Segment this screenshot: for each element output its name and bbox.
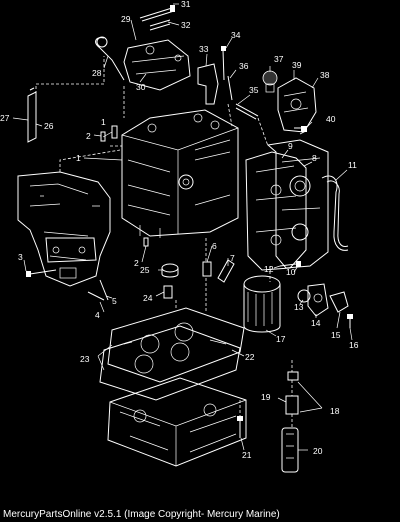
- callout-35: 35: [249, 85, 259, 95]
- callout-29: 29: [121, 14, 131, 24]
- callout-18: 18: [330, 406, 340, 416]
- callout-11: 11: [348, 160, 357, 170]
- sensor-37: [262, 70, 278, 93]
- callout-1b: 1: [76, 153, 81, 163]
- copyright-caption: MercuryPartsOnline v2.5.1 (Image Copyrig…: [3, 509, 280, 520]
- adapter-plate: [107, 377, 247, 467]
- callout-30: 30: [136, 82, 146, 92]
- callout-28: 28: [92, 68, 102, 78]
- callout-8: 8: [312, 153, 317, 163]
- callout-13: 13: [294, 302, 304, 312]
- callout-7: 7: [230, 253, 235, 263]
- left-housing: [17, 171, 111, 287]
- callout-6: 6: [212, 241, 217, 251]
- callout-39: 39: [292, 60, 302, 70]
- top-cover: [95, 36, 191, 91]
- cylinder-block: [121, 109, 239, 238]
- oil-pump-parts: [279, 261, 353, 328]
- bolts-lower-left: [26, 269, 109, 301]
- callout-40: 40: [326, 114, 336, 124]
- callout-27: 27: [0, 113, 10, 123]
- callout-4: 4: [95, 310, 100, 320]
- callout-5: 5: [112, 296, 117, 306]
- oil-filter: [243, 275, 281, 333]
- callout-33: 33: [199, 44, 209, 54]
- callout-36: 36: [239, 61, 249, 71]
- exploded-parts-diagram: 31 32 29 28 30 33 34 36 35 37 39 38 40 9…: [0, 0, 359, 473]
- callout-labels: 31 32 29 28 30 33 34 36 35 37 39 38 40 9…: [0, 0, 359, 460]
- bracket-33: [197, 63, 219, 105]
- callout-19: 19: [261, 392, 271, 402]
- thermostat-housing: [277, 77, 317, 135]
- callout-15: 15: [331, 330, 341, 340]
- alignment-lines: [35, 56, 293, 428]
- dowel-pins: [100, 125, 149, 247]
- cover-plate: [245, 139, 329, 271]
- callout-14: 14: [311, 318, 321, 328]
- callout-22: 22: [245, 352, 255, 362]
- callout-26: 26: [44, 121, 54, 131]
- callout-25: 25: [140, 265, 150, 275]
- callout-24: 24: [143, 293, 153, 303]
- callout-23: 23: [80, 354, 90, 364]
- hose: [321, 175, 349, 251]
- callout-16: 16: [349, 340, 359, 350]
- fittings-6-7: [202, 259, 235, 283]
- callout-21: 21: [242, 450, 252, 460]
- callout-12: 12: [264, 264, 274, 274]
- callout-9: 9: [288, 141, 293, 151]
- callout-1a: 1: [101, 117, 106, 127]
- callout-17: 17: [276, 334, 286, 344]
- plugs-24-25: [161, 263, 179, 299]
- callout-38: 38: [320, 70, 330, 80]
- leader-lines: [12, 3, 353, 451]
- callout-10: 10: [286, 267, 296, 277]
- callout-34: 34: [231, 30, 241, 40]
- gaskets: [99, 307, 245, 401]
- callout-31: 31: [181, 0, 191, 9]
- top-bolts: [139, 5, 226, 81]
- callout-20: 20: [313, 446, 323, 456]
- small-bolts: [227, 75, 307, 132]
- callout-2b: 2: [134, 258, 139, 268]
- callout-37: 37: [274, 54, 284, 64]
- callout-32: 32: [181, 20, 191, 30]
- callout-3: 3: [18, 252, 23, 262]
- clip-26: [27, 87, 37, 143]
- callout-2a: 2: [86, 131, 91, 141]
